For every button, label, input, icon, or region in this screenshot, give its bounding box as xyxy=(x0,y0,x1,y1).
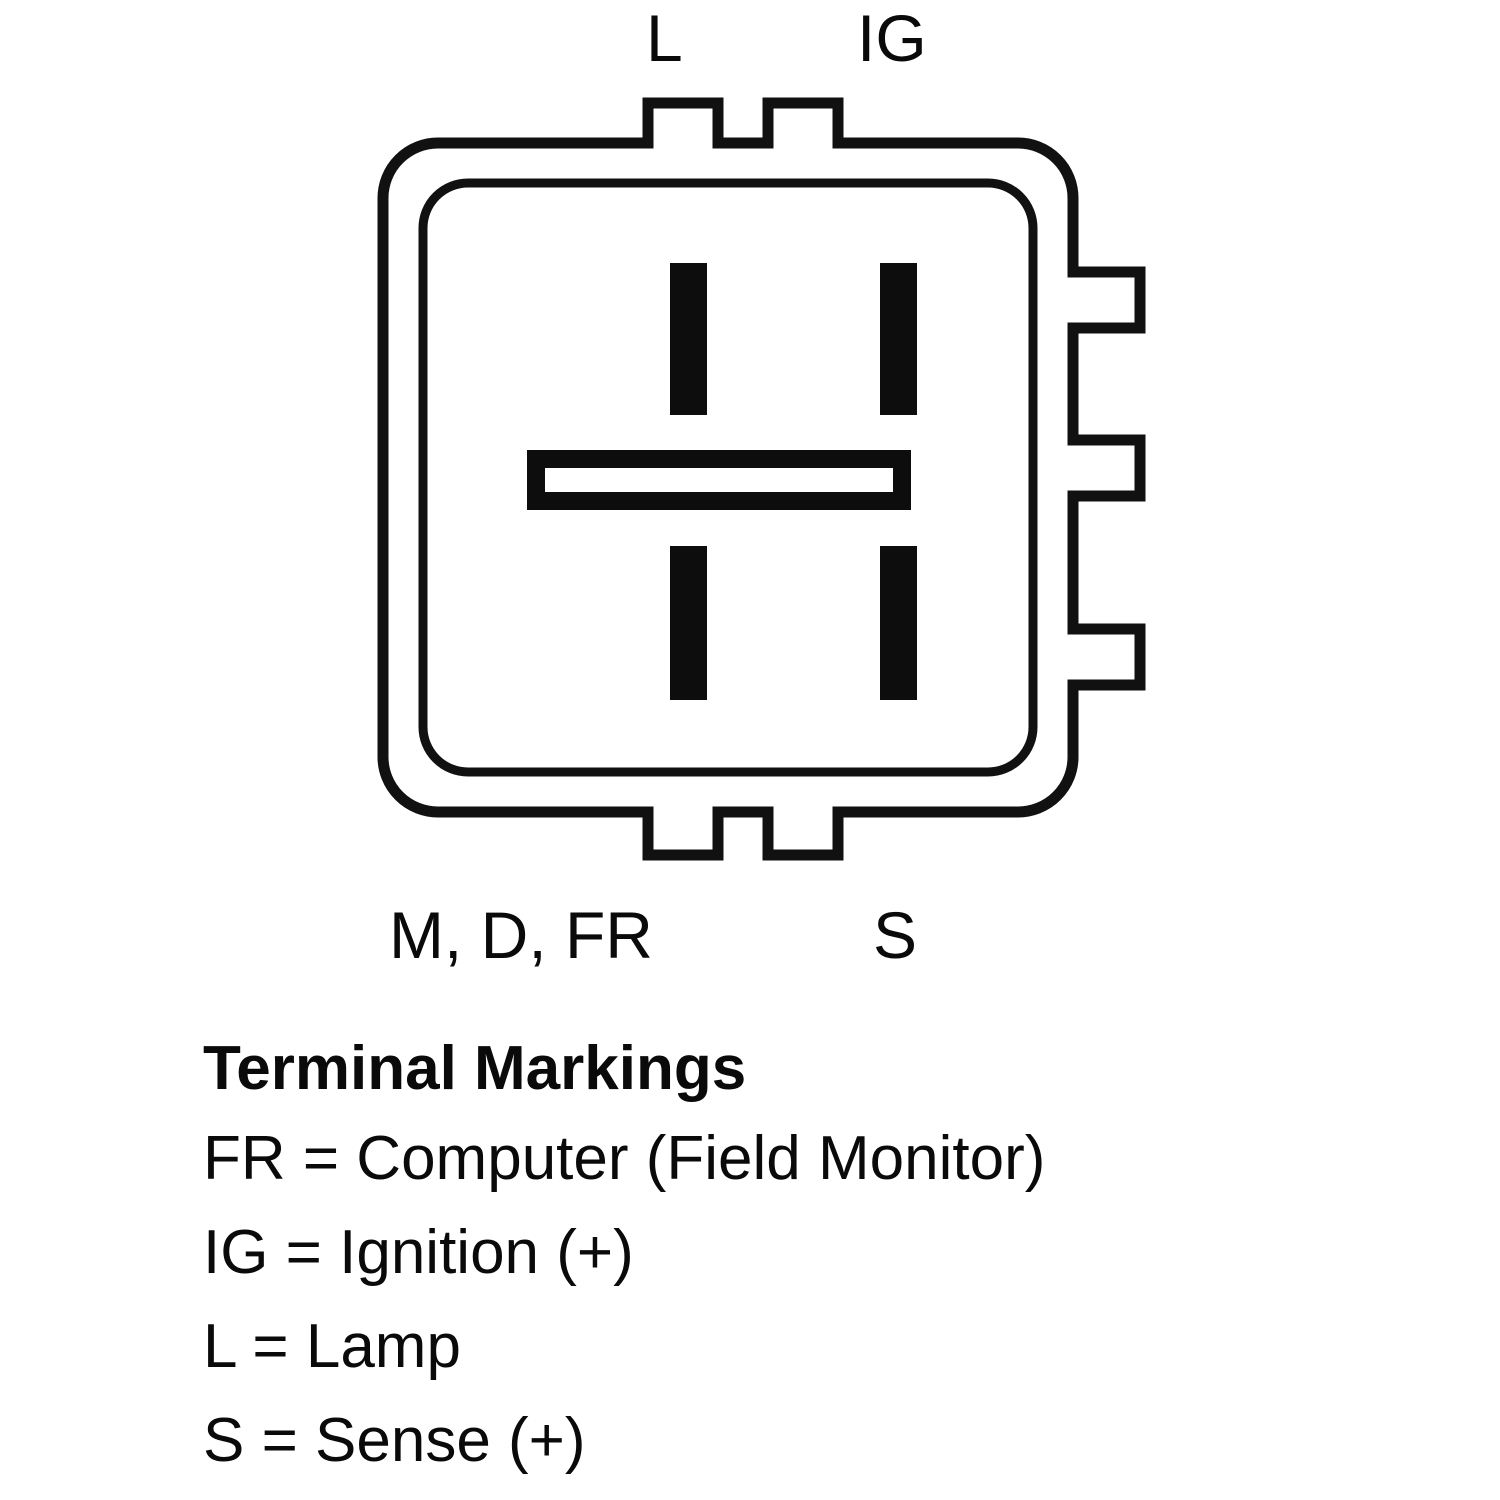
terminal-label-m-d-fr: M, D, FR xyxy=(389,898,653,972)
connector-drawing xyxy=(377,97,1146,861)
terminal-markings-legend: Terminal Markings FR = Computer (Field M… xyxy=(203,1038,1403,1472)
legend-line-l: L = Lamp xyxy=(203,1312,461,1381)
legend-title: Terminal Markings xyxy=(203,1034,747,1103)
terminal-label-l: L xyxy=(646,1,683,75)
blade-terminal-lower-right xyxy=(880,546,917,700)
blade-terminal-upper-right xyxy=(880,263,917,415)
legend-line-ig: IG = Ignition (+) xyxy=(203,1218,634,1287)
blade-terminal-lower-left xyxy=(670,546,707,700)
legend-line-s: S = Sense (+) xyxy=(203,1406,586,1475)
legend-line-fr: FR = Computer (Field Monitor) xyxy=(203,1124,1046,1193)
blade-terminal-upper-left xyxy=(670,263,707,415)
connector-diagram: L IG M, D, FR S xyxy=(377,1,1146,972)
terminal-label-s: S xyxy=(873,898,918,972)
center-horizontal-slot xyxy=(527,450,911,510)
terminal-label-ig: IG xyxy=(857,1,927,75)
